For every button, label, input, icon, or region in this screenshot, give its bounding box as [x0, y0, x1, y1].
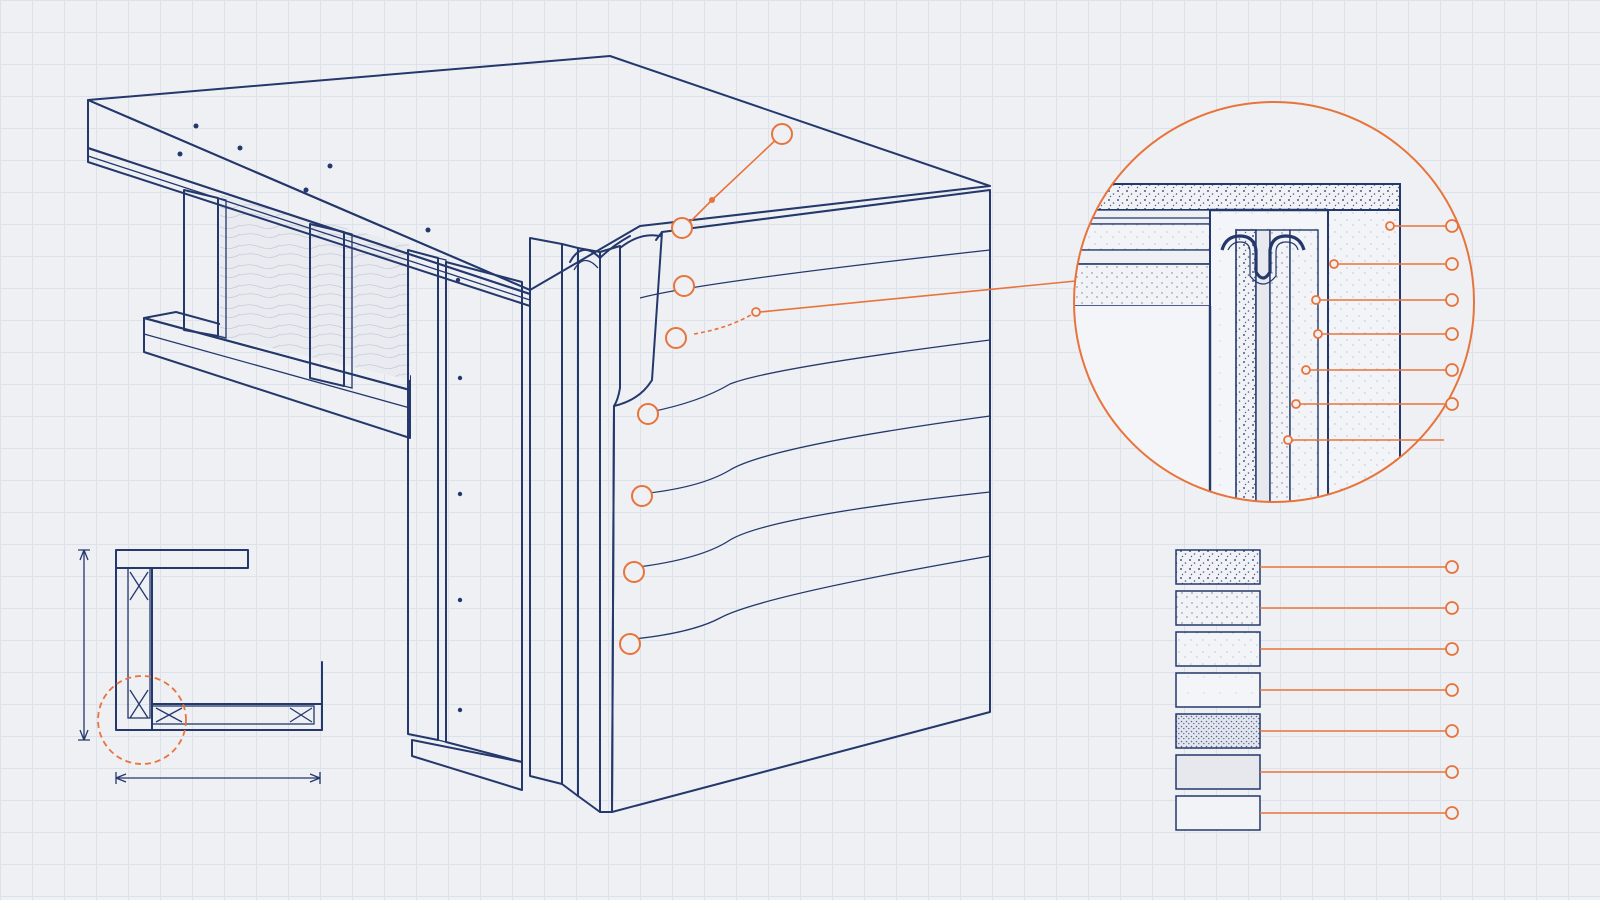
siding-course-line [639, 249, 991, 299]
detail-callout-marker[interactable] [1445, 327, 1459, 341]
detail-source-marker[interactable] [751, 307, 761, 317]
detail-callout-marker[interactable] [1445, 293, 1459, 307]
legend-callout-marker[interactable] [1445, 601, 1459, 615]
legend-callout-marker[interactable] [1445, 683, 1459, 697]
legend-callout-marker[interactable] [1445, 806, 1459, 820]
siding-course-line [623, 555, 991, 641]
siding-course-line [649, 339, 991, 413]
legend-callout-marker[interactable] [1445, 724, 1459, 738]
detail-leaders [1283, 219, 1459, 445]
callout-marker[interactable] [619, 633, 641, 655]
side-wall-panel [411, 261, 523, 791]
legend-swatch-sparse-stipple [1175, 672, 1261, 708]
legend-swatch-solid-grey [1175, 754, 1261, 790]
siding-course-line [639, 415, 991, 495]
legend-callout-marker[interactable] [1445, 560, 1459, 574]
callout-marker[interactable] [631, 485, 653, 507]
callout-marker[interactable] [637, 403, 659, 425]
material-legend [1175, 549, 1459, 831]
interior-sheathing [220, 195, 410, 380]
detail-callout-marker[interactable] [1445, 219, 1459, 233]
main-callouts [619, 123, 1087, 655]
legend-swatch-fine-stipple [1175, 631, 1261, 667]
main-isometric-drawing [87, 55, 1087, 813]
callout-marker[interactable] [673, 275, 695, 297]
legend-swatch-coarse-stipple [1175, 549, 1261, 585]
front-wall-panel [611, 189, 991, 813]
legend-swatch-medium-stipple [1175, 590, 1261, 626]
plan-view [78, 549, 323, 784]
callout-marker[interactable] [671, 217, 693, 239]
legend-swatch-dense-stipple [1175, 713, 1261, 749]
callout-marker[interactable] [665, 327, 687, 349]
callout-marker[interactable] [771, 123, 793, 145]
detail-circle-outline [1073, 101, 1475, 503]
detail-callout-marker[interactable] [1445, 363, 1459, 377]
detail-marker-circle[interactable] [97, 675, 187, 765]
siding-course-line [629, 491, 991, 569]
detail-callout-marker[interactable] [1445, 257, 1459, 271]
corner-trim [529, 234, 661, 813]
callout-marker[interactable] [623, 561, 645, 583]
detail-callout-marker[interactable] [1445, 397, 1459, 411]
detail-magnifier [1073, 101, 1475, 503]
legend-callout-marker[interactable] [1445, 765, 1459, 779]
legend-swatch-plain [1175, 795, 1261, 831]
legend-callout-marker[interactable] [1445, 642, 1459, 656]
